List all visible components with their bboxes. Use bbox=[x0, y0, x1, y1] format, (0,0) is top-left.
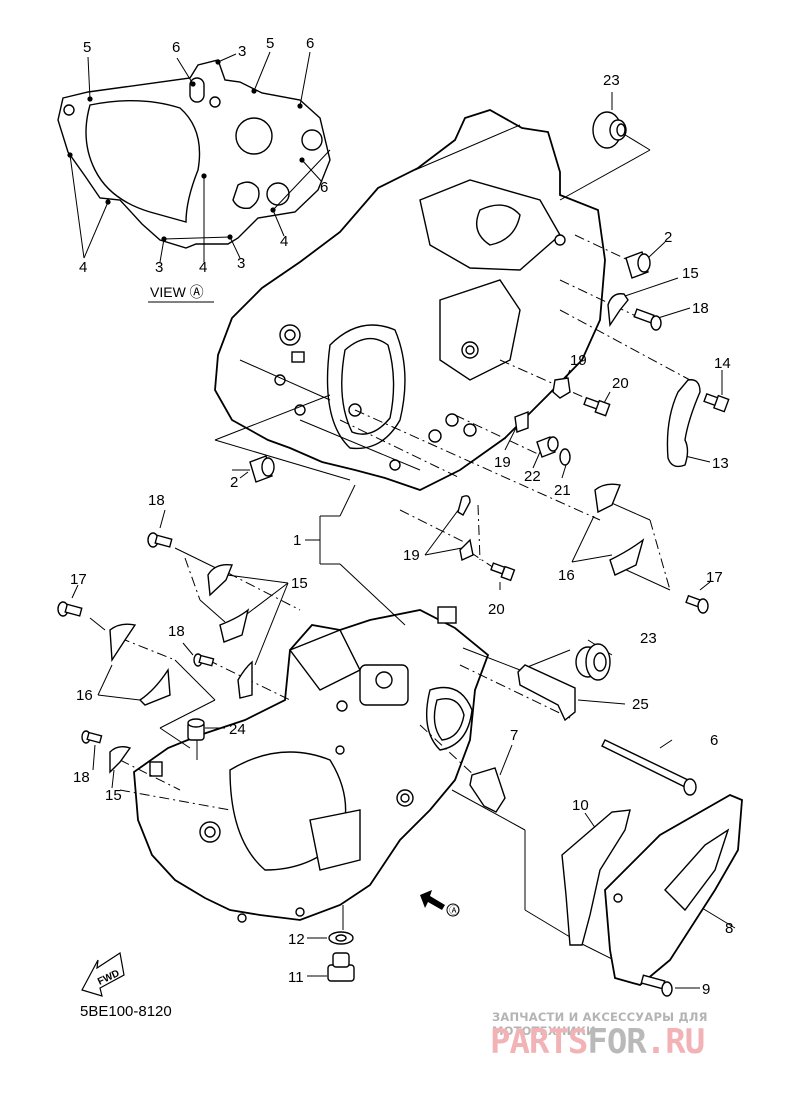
watermark-subtitle: ЗАПЧАСТИ И АКСЕССУАРЫ ДЛЯ МОТОТЕХНИКИ bbox=[492, 1010, 708, 1038]
callout-8: 8 bbox=[725, 920, 733, 937]
callout-12: 12 bbox=[288, 931, 305, 948]
screw-18-left-top bbox=[147, 532, 173, 548]
callout-19: 19 bbox=[403, 547, 420, 564]
inset-label: 5 bbox=[266, 35, 274, 52]
collar-22 bbox=[536, 436, 559, 458]
small-parts bbox=[57, 111, 743, 997]
inset-label: 6 bbox=[306, 35, 314, 52]
screw-17-right bbox=[685, 594, 709, 614]
callout-25: 25 bbox=[632, 696, 649, 713]
inset-label: 3 bbox=[237, 255, 245, 272]
drain-plug-11 bbox=[327, 952, 355, 982]
callout-21: 21 bbox=[554, 482, 571, 499]
callout-17: 17 bbox=[706, 569, 723, 586]
callout-19: 19 bbox=[570, 352, 587, 369]
bolt-14 bbox=[703, 392, 730, 413]
plate-15 bbox=[219, 608, 250, 643]
view-a-gasket-inset: 5 6 3 5 6 6 4 4 3 4 3 VIEW Ⓐ bbox=[57, 35, 331, 303]
inset-label: 4 bbox=[79, 259, 87, 276]
plate-19 bbox=[459, 538, 474, 562]
guide-25 bbox=[517, 664, 576, 722]
watermark-logo-ru: .RU bbox=[645, 1022, 705, 1062]
callout-20: 20 bbox=[488, 601, 505, 618]
view-a-marker: Ⓐ bbox=[449, 905, 459, 917]
callout-14: 14 bbox=[714, 355, 731, 372]
callout-19: 19 bbox=[494, 454, 511, 471]
screw-18-upper bbox=[633, 308, 662, 331]
bolt-9 bbox=[640, 974, 673, 997]
inset-label: 4 bbox=[199, 259, 207, 276]
drawing-code: 5BE100-8120 bbox=[80, 1003, 172, 1020]
callout-23: 23 bbox=[640, 630, 657, 647]
watermark-logo-for: FOR bbox=[587, 1022, 646, 1062]
callout-13: 13 bbox=[712, 455, 729, 472]
callout-18: 18 bbox=[148, 492, 165, 509]
watermark-logo-parts: PARTS bbox=[490, 1022, 588, 1062]
screw-18-lower-left bbox=[81, 730, 103, 744]
plate-15 bbox=[207, 564, 233, 597]
callout-22: 22 bbox=[524, 468, 541, 485]
callout-15: 15 bbox=[682, 265, 699, 282]
callout-16: 16 bbox=[558, 567, 575, 584]
inset-label: 4 bbox=[280, 233, 288, 250]
inset-label: 6 bbox=[320, 179, 328, 196]
callout-18: 18 bbox=[73, 769, 90, 786]
bolt-20 bbox=[583, 396, 611, 417]
callout-17: 17 bbox=[70, 571, 87, 588]
plate-10 bbox=[561, 809, 631, 946]
callout-9: 9 bbox=[702, 981, 710, 998]
callout-10: 10 bbox=[572, 797, 589, 814]
dowel-24 bbox=[187, 718, 205, 741]
callout-2: 2 bbox=[664, 229, 672, 246]
callout-7: 7 bbox=[510, 727, 518, 744]
plate-15 bbox=[237, 660, 253, 699]
callout-16: 16 bbox=[76, 687, 93, 704]
inset-label: 3 bbox=[155, 259, 163, 276]
watermark-logo: PARTSFOR.RU bbox=[490, 1022, 705, 1062]
callout-23: 23 bbox=[603, 72, 620, 89]
callout-labels: 1 2 2 6 7 8 9 10 11 12 13 14 15 15 15 16… bbox=[70, 72, 733, 998]
washer-21 bbox=[559, 448, 571, 466]
fwd-arrow-icon: FWD bbox=[81, 952, 125, 997]
plate-19 bbox=[552, 377, 571, 399]
bolt-6 bbox=[601, 739, 697, 796]
callout-18: 18 bbox=[692, 300, 709, 317]
plate-16 bbox=[109, 623, 137, 663]
plate-15 bbox=[109, 745, 132, 774]
bolt-20-lower bbox=[490, 562, 516, 582]
sprocket-cover-8 bbox=[604, 793, 743, 986]
plate-16 bbox=[594, 483, 621, 514]
callout-15: 15 bbox=[105, 787, 122, 804]
plate-16 bbox=[138, 667, 171, 706]
crankcase-left-half bbox=[133, 606, 490, 923]
oil-seal-23-top bbox=[592, 111, 627, 149]
callout-24: 24 bbox=[229, 721, 246, 738]
inset-label: 3 bbox=[238, 43, 246, 60]
callout-11: 11 bbox=[288, 969, 304, 986]
plate-13 bbox=[666, 379, 701, 468]
callout-20: 20 bbox=[612, 375, 629, 392]
screw-17-left bbox=[57, 601, 83, 617]
plate-19 bbox=[457, 495, 471, 516]
oil-seal-23-lower bbox=[575, 643, 611, 681]
callout-15: 15 bbox=[291, 575, 308, 592]
dowel-pin-2-upper bbox=[625, 251, 651, 279]
plate-19 bbox=[514, 410, 529, 433]
callout-6: 6 bbox=[710, 732, 718, 749]
screw-18-middle bbox=[193, 653, 215, 667]
bracket-7 bbox=[469, 767, 506, 813]
crankcase-right-half bbox=[214, 109, 606, 491]
callout-18: 18 bbox=[168, 623, 185, 640]
view-a-label: VIEW Ⓐ bbox=[150, 284, 204, 300]
callout-1: 1 bbox=[293, 532, 301, 549]
inset-label: 6 bbox=[172, 39, 180, 56]
callout-2: 2 bbox=[230, 474, 238, 491]
dowel-pin-2-lower bbox=[249, 455, 275, 483]
plate-16 bbox=[609, 538, 645, 576]
view-a-arrow: Ⓐ bbox=[420, 890, 460, 917]
inset-label: 5 bbox=[83, 39, 91, 56]
plate-15-upper bbox=[607, 293, 629, 328]
